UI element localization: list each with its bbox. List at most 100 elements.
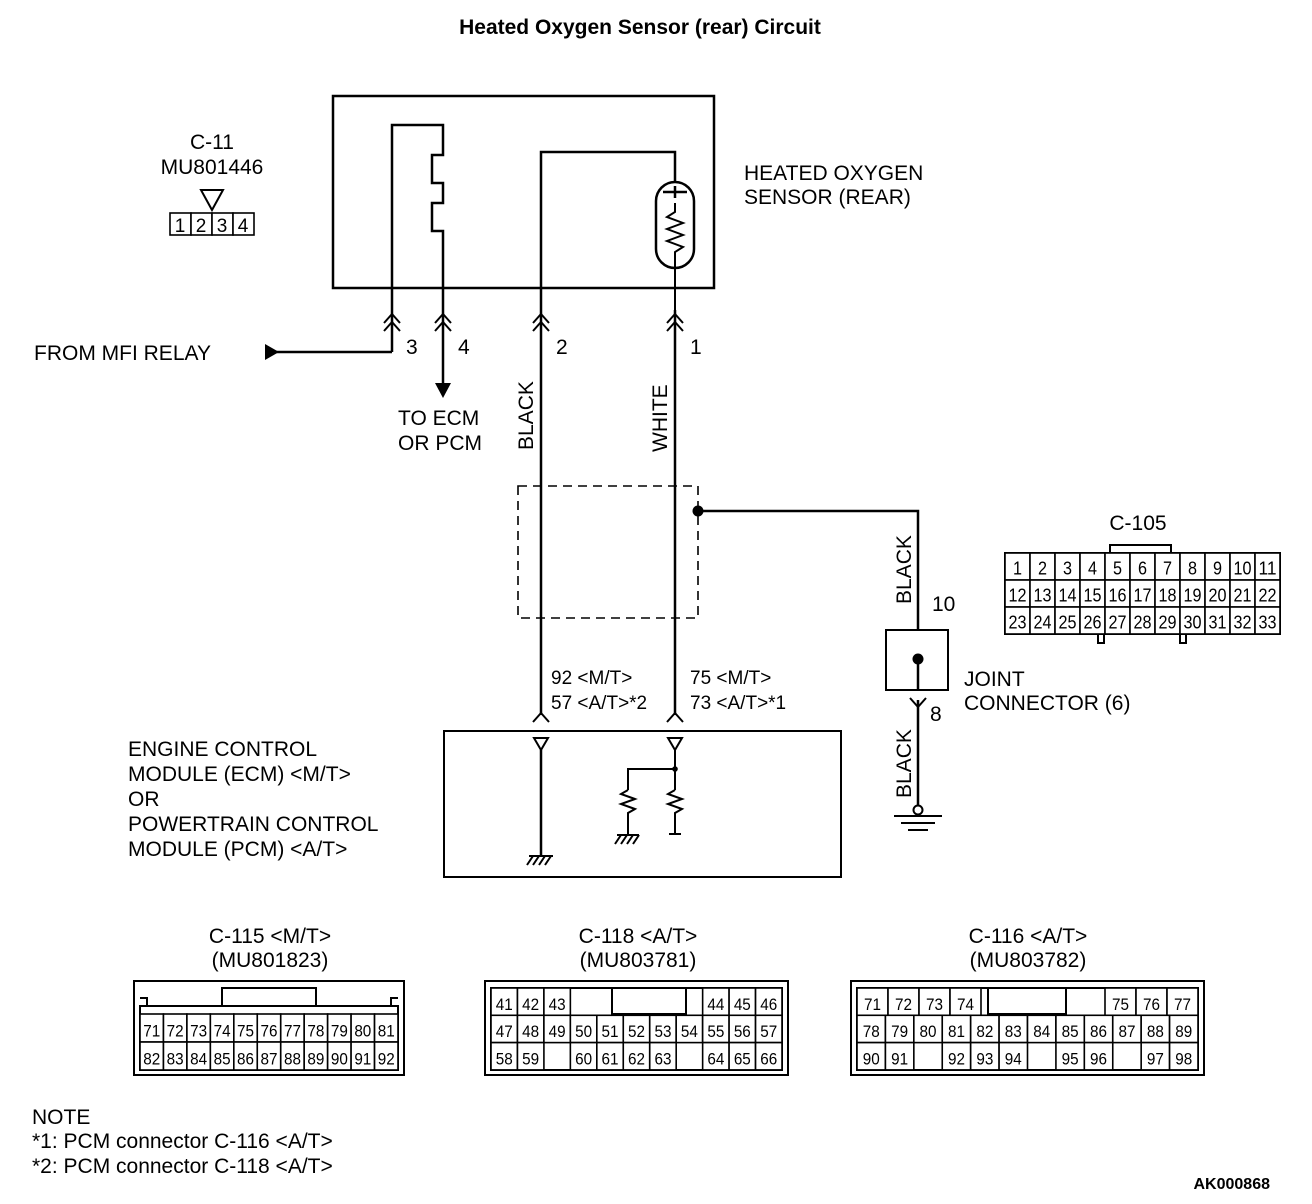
connector-cell	[1179, 579, 1206, 608]
connector-pin-label: 11	[1259, 559, 1277, 579]
c11-connector: C-11 MU801446 1 2 3 4	[161, 131, 264, 237]
connector-pin-label: 27	[1109, 613, 1127, 633]
connector-cell	[754, 1041, 783, 1071]
note-heading: NOTE	[32, 1106, 90, 1129]
connector-cell	[1055, 1041, 1086, 1071]
connector-pin-label: 65	[734, 1049, 751, 1068]
joint-pin-top: 10	[932, 593, 955, 616]
connector-pin-label: 56	[734, 1022, 751, 1041]
connector-pin-label: 30	[1184, 613, 1202, 633]
connector-cell	[1079, 552, 1106, 581]
connector-cell	[1140, 1041, 1171, 1071]
connector-pin-label: 96	[1090, 1049, 1107, 1068]
connector-cell	[1204, 552, 1231, 581]
connector-cell	[1154, 579, 1181, 608]
connector-cell	[1168, 1014, 1199, 1044]
connector-cell	[913, 1014, 944, 1044]
shield-box	[517, 485, 699, 619]
connector-cell	[516, 987, 545, 1017]
connector-pin-label: 76	[1143, 995, 1160, 1014]
connector-pin-label: 32	[1234, 613, 1252, 633]
connector-pin-label: 45	[734, 995, 751, 1014]
ecm-label-line2: MODULE (ECM) <M/T>	[128, 763, 351, 786]
connector-pin-label: 75	[1112, 995, 1129, 1014]
connector-pin-label: 5	[1113, 559, 1122, 579]
connector-pin-label: 14	[1059, 586, 1077, 606]
connector-pin-label: 88	[284, 1049, 301, 1068]
connector-cell	[622, 1041, 651, 1071]
c11-part-number: MU801446	[161, 156, 264, 179]
heater-element-icon	[390, 123, 445, 310]
resistor-icon	[665, 789, 685, 834]
connector-pin-label: 13	[1034, 586, 1052, 606]
c116-part-number: (MU803782)	[970, 949, 1087, 972]
chassis-ground-icon	[614, 834, 640, 845]
connector-cell	[884, 1014, 915, 1044]
connector-pin-label: 59	[522, 1049, 539, 1068]
connector-cell	[1168, 1041, 1199, 1071]
sensor-label-line2: SENSOR (REAR)	[744, 186, 911, 209]
connector-cell	[648, 1041, 677, 1071]
connector-pin-label: 23	[1009, 613, 1027, 633]
connector-pin-label: 85	[1062, 1022, 1079, 1041]
connector-pin-label: 47	[496, 1022, 513, 1041]
ecm-label-line3: OR	[128, 788, 160, 811]
connector-cell	[1104, 606, 1131, 635]
connector-pin-label: 71	[864, 995, 881, 1014]
pin-3-label: 3	[406, 336, 418, 359]
c11-pin: 4	[238, 216, 249, 237]
connector-pin-label: 88	[1147, 1022, 1164, 1041]
c115-part-number: (MU801823)	[212, 949, 329, 972]
connector-pin-label: 12	[1009, 586, 1027, 606]
connector-pin-label: 74	[957, 995, 974, 1014]
sensor-signal-wire	[539, 150, 677, 310]
connector-cell	[1111, 1014, 1142, 1044]
connector-cell	[1054, 552, 1081, 581]
connector-cell	[1179, 552, 1206, 581]
connector-cell	[1204, 606, 1231, 635]
connector-pin-label: 78	[863, 1022, 880, 1041]
connector-pin-label: 53	[654, 1022, 671, 1041]
connector-cell	[884, 1041, 915, 1071]
connector-cell	[373, 1041, 399, 1071]
connector-pin-label: 2	[1038, 559, 1047, 579]
connector-pin-label: 81	[948, 1022, 965, 1041]
connector-pin-label: 94	[1005, 1049, 1022, 1068]
connector-pin-label: 72	[167, 1021, 184, 1040]
connector-pin-label: 85	[214, 1049, 231, 1068]
c116-title: C-116 <A/T>	[969, 925, 1088, 948]
connector-pin-label: 82	[976, 1022, 993, 1041]
connector-key-icon	[199, 189, 225, 213]
connector-pin-label: 25	[1059, 613, 1077, 633]
to-ecm-wire	[435, 310, 451, 398]
connector-cell	[1254, 606, 1281, 635]
connector-cell	[941, 1041, 972, 1071]
connector-cell	[1254, 579, 1281, 608]
connector-pin-label: 92	[378, 1049, 395, 1068]
connector-pin-label: 71	[143, 1021, 160, 1040]
connector-pin-label: 19	[1184, 586, 1202, 606]
connector-cell	[1135, 987, 1168, 1017]
connector-pin-label: 46	[760, 995, 777, 1014]
connector-pin-label: 41	[496, 995, 513, 1014]
pin-chevrons	[383, 312, 684, 332]
joint-label-line2: CONNECTOR (6)	[964, 692, 1130, 715]
connector-pin-label: 83	[1005, 1022, 1022, 1041]
connector-pin-label: 83	[167, 1049, 184, 1068]
connector-pin-label: 90	[331, 1049, 348, 1068]
connector-pin-label: 86	[1090, 1022, 1107, 1041]
connector-pin-label: 15	[1084, 586, 1102, 606]
connector-pin-label: 95	[1062, 1049, 1079, 1068]
connector-pin-label: 75	[237, 1021, 254, 1040]
connector-pin-label: 98	[1175, 1049, 1192, 1068]
wire-color-black: BLACK	[515, 381, 538, 450]
connector-pin-label: 90	[863, 1049, 880, 1068]
note-line-1: *1: PCM connector C-116 <A/T>	[32, 1130, 333, 1153]
connector-pin-label: 51	[602, 1022, 619, 1041]
connector-pin-label: 84	[190, 1049, 207, 1068]
connector-pin-label: 78	[307, 1021, 324, 1040]
c11-label: C-11	[190, 131, 234, 154]
connector-pin-label: 86	[237, 1049, 254, 1068]
connector-cell	[998, 1041, 1029, 1071]
